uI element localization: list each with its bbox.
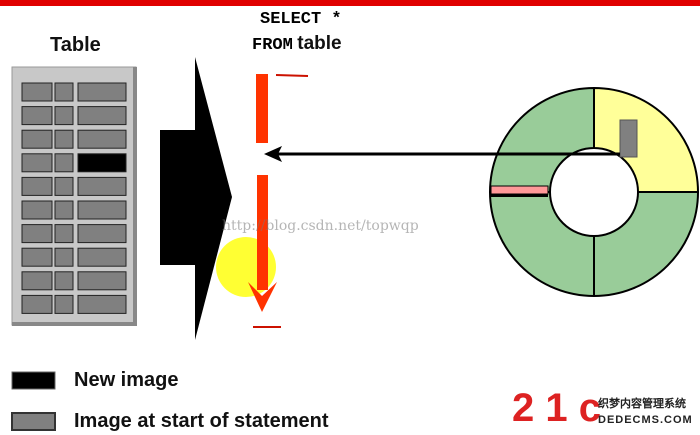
table-cell	[77, 82, 127, 102]
table-cell	[54, 271, 74, 291]
logo-text-en: DEDECMS.COM	[598, 414, 693, 426]
table-cell	[54, 153, 74, 173]
table-cell	[21, 271, 53, 291]
table-cell	[54, 294, 74, 314]
top-red-bar	[0, 0, 700, 6]
table-cell	[21, 224, 53, 244]
table-cell	[54, 200, 74, 220]
sql-from-keyword: FROM	[252, 36, 293, 55]
black-arrow-shape	[160, 57, 232, 340]
logo-text-cn: 织梦内容管理系统	[598, 398, 686, 410]
table-cell	[77, 106, 127, 126]
table-cell	[77, 247, 127, 267]
table-title: Table	[50, 34, 101, 56]
table-cell	[77, 271, 127, 291]
table-cell	[54, 247, 74, 267]
table-graphic	[11, 66, 137, 326]
legend-new-image: New image	[74, 369, 179, 391]
table-cell	[54, 176, 74, 196]
table-cell	[21, 200, 53, 220]
table-cell	[21, 153, 53, 173]
table-cell	[21, 129, 53, 149]
table-cell	[77, 294, 127, 314]
table-cell	[77, 200, 127, 220]
table-cell	[54, 224, 74, 244]
sql-from: FROM table	[252, 33, 342, 55]
table-cell-new	[77, 153, 127, 173]
fetch-arrow	[264, 146, 620, 162]
table-cell	[21, 247, 53, 267]
red-scan-arrow	[248, 74, 309, 328]
legend-start-image-swatch	[11, 412, 56, 431]
table-cell	[77, 176, 127, 196]
legend-start-image: Image at start of statement	[74, 410, 329, 432]
table-cell	[54, 82, 74, 102]
legend-new-image-swatch	[11, 371, 56, 390]
table-cell	[54, 129, 74, 149]
ring-graphic	[488, 86, 700, 298]
table-cell	[77, 129, 127, 149]
watermark: http://blog.csdn.net/topwqp	[222, 218, 419, 234]
table-cell	[21, 294, 53, 314]
table-cell	[21, 106, 53, 126]
logo-mark: 2 1 c	[512, 386, 601, 430]
table-cell	[54, 106, 74, 126]
sql-select: SELECT *	[260, 10, 342, 29]
table-cell	[21, 82, 53, 102]
sql-table-name: table	[297, 33, 342, 54]
table-cell	[77, 224, 127, 244]
table-cell	[21, 176, 53, 196]
